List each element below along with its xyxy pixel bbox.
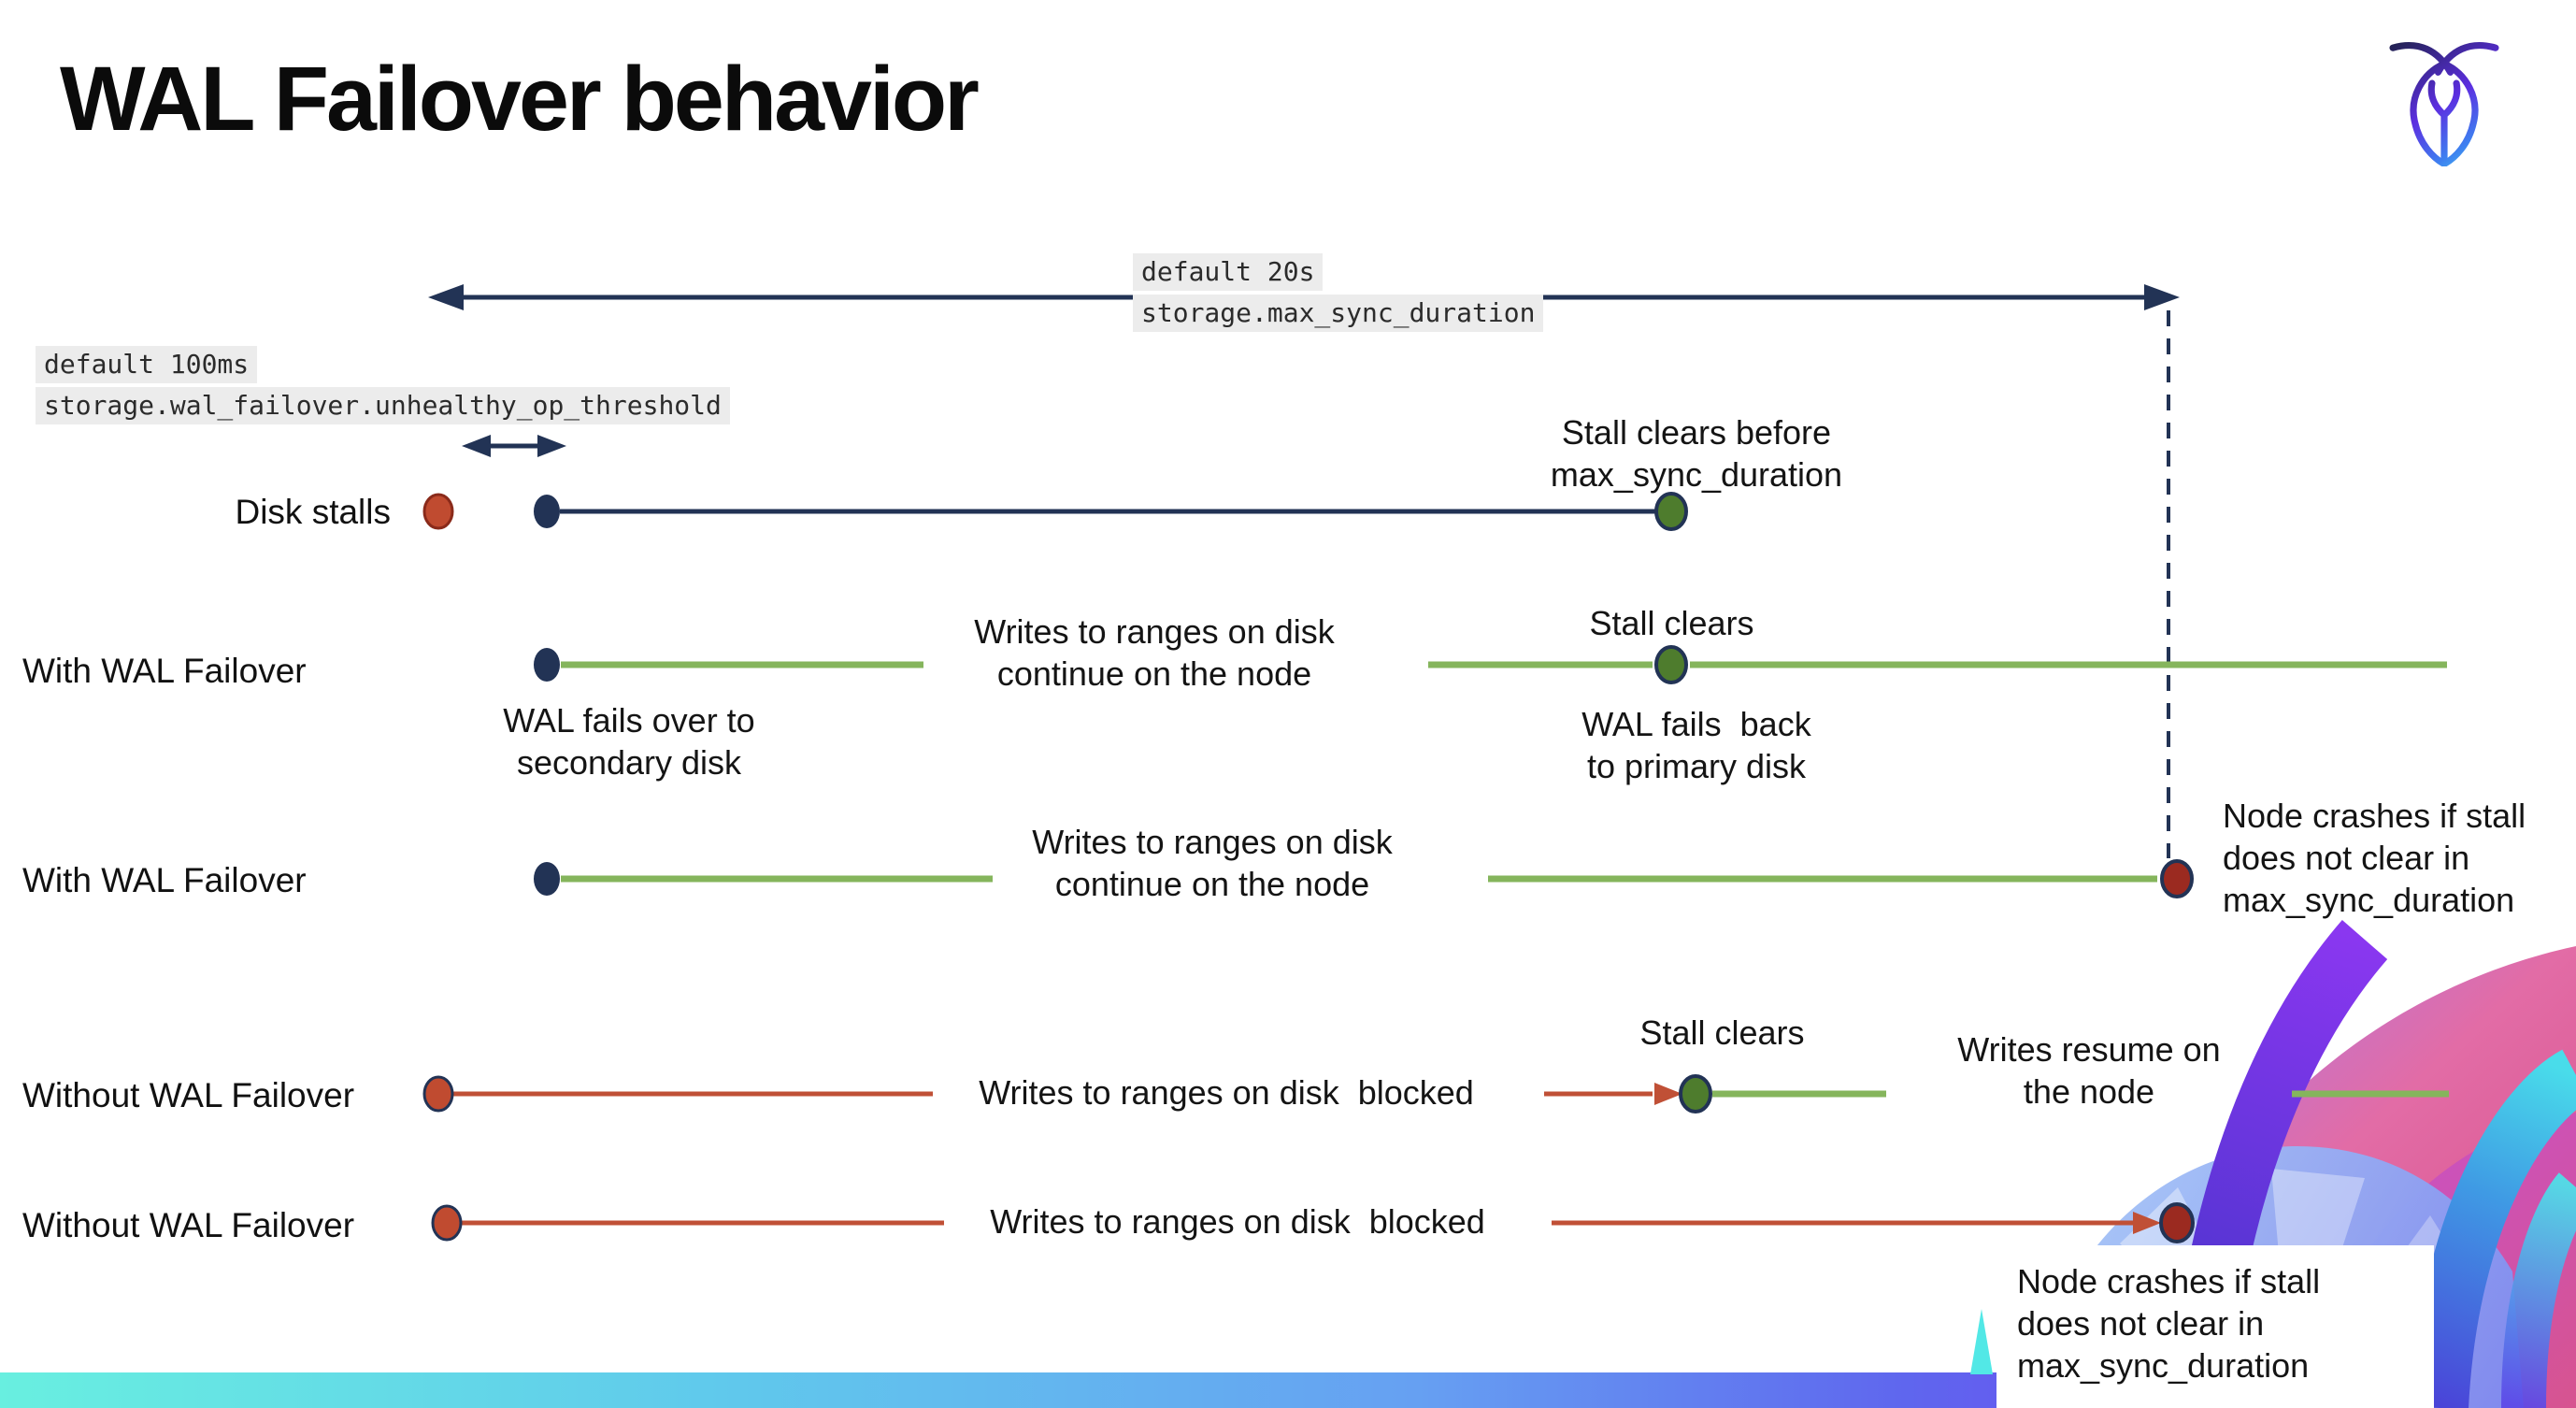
note-writes-resume: Writes resume on the node [1957, 1030, 2221, 1111]
row-label-without-wal-failover-1: Without WAL Failover [22, 1076, 355, 1114]
threshold-default-label: default 100ms [36, 346, 258, 383]
red-arrowhead-row4 [1654, 1083, 1682, 1105]
stall-start-dot-row4 [422, 1075, 454, 1113]
node-crash-dot-row3 [2160, 859, 2194, 898]
threshold-annotation: default 100ms storage.wal_failover.unhea… [36, 346, 730, 428]
note-stall-clears-before: Stall clears before max_sync_duration [1550, 413, 1843, 494]
crash-note-card [1996, 1245, 2434, 1408]
timeline-with-failover-crash [534, 859, 2194, 898]
threshold-arrow [462, 435, 566, 457]
note-wal-fails-over: WAL fails over to secondary disk [503, 701, 755, 782]
stall-clears-dot-row1 [1654, 492, 1688, 531]
note-writes-continue-2: Writes to ranges on disk continue on the… [1032, 823, 1393, 903]
note-stall-clears-1: Stall clears [1589, 604, 1754, 642]
row-label-with-wal-failover-2: With WAL Failover [22, 861, 307, 899]
note-stall-clears-2: Stall clears [1639, 1013, 1805, 1052]
stall-clears-dot-row4 [1679, 1074, 1712, 1113]
row-label-without-wal-failover-2: Without WAL Failover [22, 1206, 355, 1244]
stall-clears-dot-row2 [1654, 645, 1688, 684]
max-sync-default-label: default 20s [1133, 253, 1324, 291]
timeline-with-failover-clears [534, 645, 2447, 684]
cockroachdb-logo-icon [2389, 41, 2499, 166]
note-wal-fails-back: WAL fails back to primary disk [1581, 705, 1811, 785]
note-node-crashes-2: Node crashes if stall does not clear in … [2017, 1262, 2321, 1385]
row-label-with-wal-failover-1: With WAL Failover [22, 652, 307, 690]
note-writes-blocked-2: Writes to ranges on disk blocked [990, 1202, 1485, 1241]
row-label-disk-stalls: Disk stalls [235, 493, 391, 531]
failover-dot-row2 [534, 648, 560, 682]
max-sync-annotation: default 20s storage.max_sync_duration [1133, 253, 1544, 336]
failover-dot-row3 [534, 862, 560, 896]
red-arrowhead-row5 [2133, 1212, 2161, 1234]
note-writes-blocked-1: Writes to ranges on disk blocked [979, 1073, 1474, 1112]
timeline-without-failover-crash [431, 1202, 2195, 1243]
max-sync-setting-name: storage.max_sync_duration [1133, 295, 1544, 332]
node-crash-dot-row5 [2159, 1202, 2195, 1243]
timeline-without-failover-clears [422, 1074, 2449, 1113]
timeline-disk-stalls [422, 492, 1688, 531]
note-node-crashes-1: Node crashes if stall does not clear in … [2223, 797, 2526, 919]
disk-stall-start-dot [422, 493, 454, 530]
page-title: WAL Failover behavior [60, 48, 980, 150]
stall-start-dot-row5 [431, 1204, 463, 1242]
threshold-reached-dot [534, 495, 560, 528]
threshold-setting-name: storage.wal_failover.unhealthy_op_thresh… [36, 387, 730, 424]
note-writes-continue-1: Writes to ranges on disk continue on the… [974, 612, 1335, 693]
